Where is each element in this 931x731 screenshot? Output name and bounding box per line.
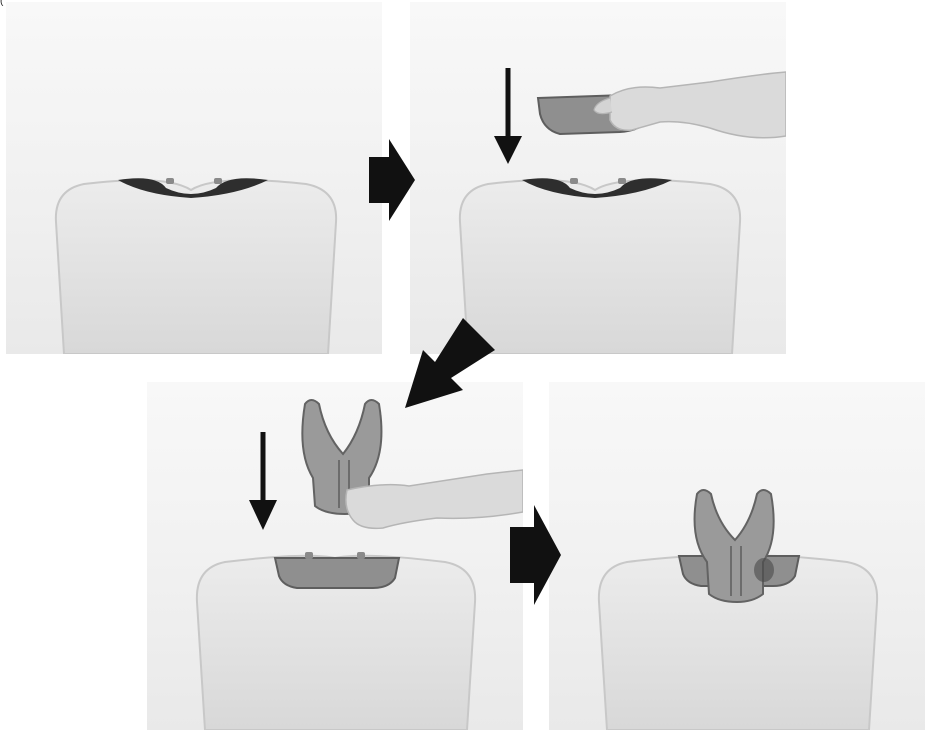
insert-headrest-icon — [147, 382, 523, 730]
step-3-photo — [147, 382, 523, 730]
step-1-photo — [6, 2, 382, 354]
step-2-photo — [410, 2, 786, 354]
arrow-down-left-icon — [405, 318, 495, 408]
step-4-photo — [549, 382, 925, 730]
cropped-text-fragment: ( — [0, 0, 3, 7]
chair-backrest-icon — [6, 2, 382, 354]
arrow-right-icon — [508, 505, 563, 605]
arrow-right-icon — [367, 139, 417, 221]
attach-bracket-icon — [410, 2, 786, 354]
assembled-headrest-icon — [549, 382, 925, 730]
